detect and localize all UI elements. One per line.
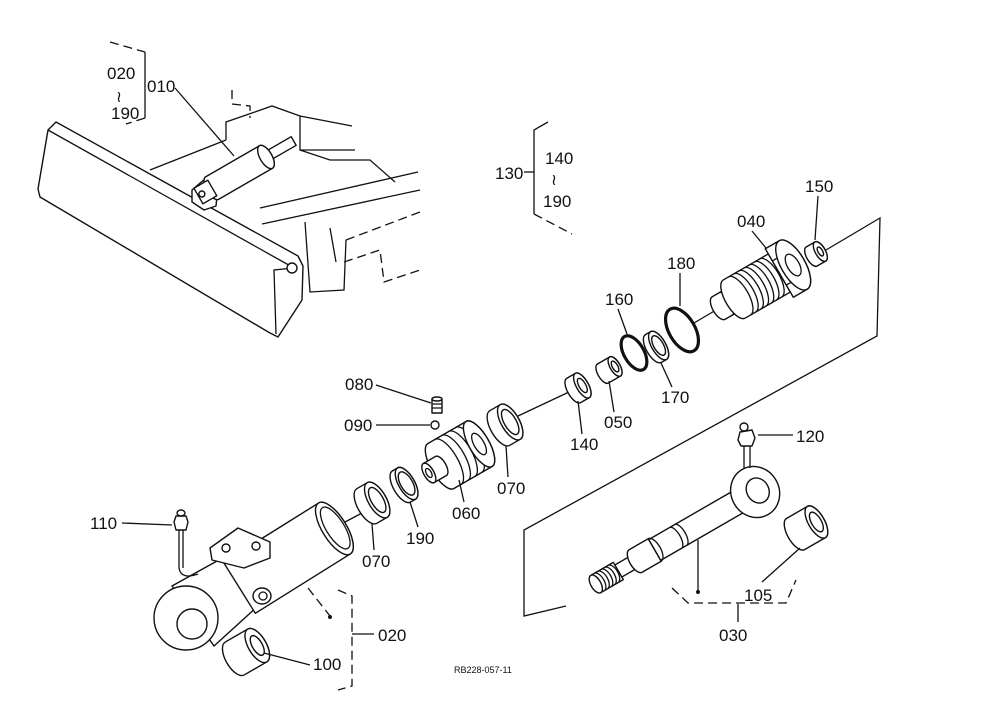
- callout-060: 060: [452, 504, 480, 523]
- callout-070-upper: 070: [497, 479, 525, 498]
- exploded-axis-lines: [344, 309, 717, 523]
- nut-150: [803, 240, 829, 268]
- leader-080: [375, 384, 432, 404]
- dozer-blade-drawing: [37, 121, 304, 338]
- callout-070-lower: 070: [362, 552, 390, 571]
- piston-060: [421, 420, 496, 490]
- leader-060: [458, 479, 465, 503]
- o-ring-160: [619, 334, 649, 372]
- callout-020: 020: [378, 626, 406, 645]
- rod-assembly-bracket: [523, 216, 881, 617]
- washer-170: [642, 330, 670, 364]
- leader-170: [660, 362, 673, 388]
- cylinder-tube-020: [153, 501, 354, 651]
- callout-150: 150: [805, 177, 833, 196]
- gland-group-bracket: [524, 121, 573, 235]
- leader-190-lower: [409, 501, 419, 528]
- bushing-100: [221, 627, 271, 677]
- callout-110: 110: [90, 514, 117, 533]
- callout-100: 100: [313, 655, 341, 674]
- callout-140: 140: [570, 435, 598, 454]
- gland-group-label: 130: [495, 164, 523, 183]
- backup-ring-190: [389, 466, 419, 504]
- leader-070-upper: [505, 445, 509, 478]
- callout-120: 120: [796, 427, 824, 446]
- leader-100: [263, 652, 311, 666]
- callout-030: 030: [719, 626, 747, 645]
- overview-range-to: 190: [111, 104, 139, 123]
- callout-180: 180: [667, 254, 695, 273]
- callout-010: 010: [147, 77, 175, 96]
- leader-070-lower: [371, 523, 375, 551]
- leader-110: [121, 522, 173, 526]
- overview-range-from: 020: [107, 64, 135, 83]
- callout-190-lower: 190: [406, 529, 434, 548]
- cylinder-head-040: [709, 239, 812, 321]
- collar-050: [595, 355, 623, 385]
- leader-160: [617, 308, 628, 335]
- callout-170: 170: [661, 388, 689, 407]
- bushing-105: [783, 505, 829, 551]
- callout-160: 160: [605, 290, 633, 309]
- leader-140: [577, 400, 583, 435]
- cylinder-tube-bracket: [307, 587, 374, 691]
- o-ring-180: [663, 306, 701, 354]
- piston-rod-bracket: [671, 540, 797, 622]
- callout-090: 090: [344, 416, 372, 435]
- overview-lift-cylinder: [193, 135, 297, 205]
- gland-group-range-to: 190: [543, 192, 571, 211]
- callout-040: 040: [737, 212, 765, 231]
- set-screw-080: [431, 396, 443, 414]
- leader-105: [761, 547, 801, 583]
- callout-105: 105: [744, 586, 772, 605]
- grease-nipple-110: [173, 509, 199, 577]
- leader-150: [814, 195, 819, 241]
- leader-010: [174, 87, 235, 157]
- drawing-code: RB228-057-11: [454, 665, 512, 675]
- grease-nipple-120: [737, 422, 756, 468]
- ring-070-upper: [486, 403, 524, 447]
- callout-050: 050: [604, 413, 632, 432]
- overview-range-separator: ≀: [116, 87, 122, 106]
- leader-040: [751, 230, 767, 249]
- ring-140: [564, 372, 592, 404]
- leader-050: [608, 380, 615, 413]
- overview-machine-drawing: [149, 90, 421, 293]
- piston-rod-030: [588, 465, 781, 594]
- callout-080: 080: [345, 375, 373, 394]
- steel-ball-090: [430, 420, 440, 430]
- gland-group-range-separator: ≀: [551, 170, 557, 189]
- gland-group-range-from: 140: [545, 149, 573, 168]
- ring-070-lower: [353, 481, 391, 525]
- range-bracket-top-left: [109, 41, 146, 125]
